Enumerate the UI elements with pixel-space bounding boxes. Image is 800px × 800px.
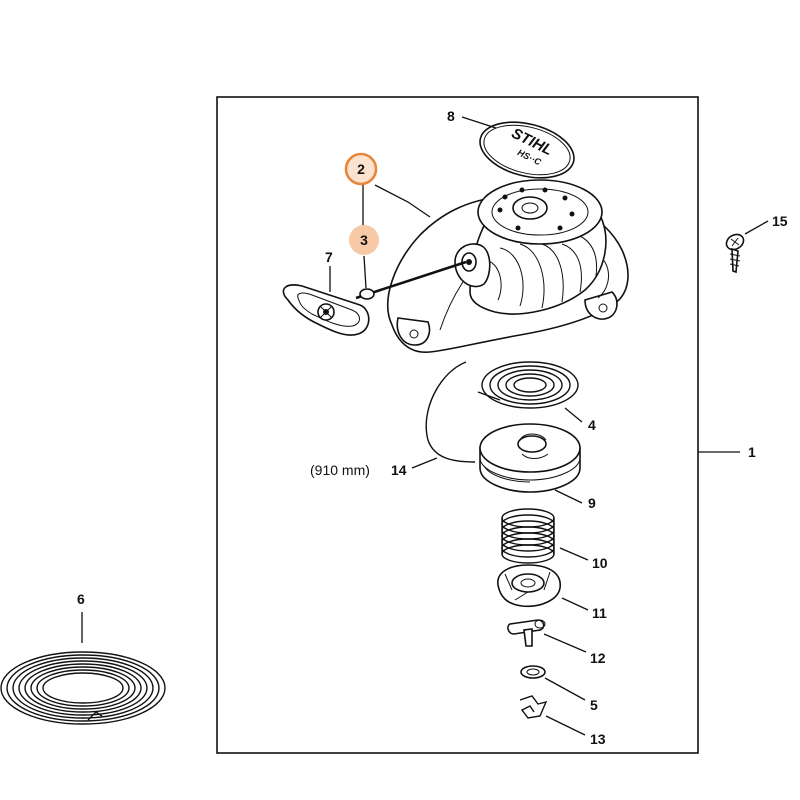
leader-13 — [545, 715, 586, 736]
callout-15[interactable]: 15 — [772, 213, 788, 229]
leader-5 — [544, 677, 586, 701]
screw[interactable] — [724, 231, 747, 274]
starter-grip[interactable] — [282, 284, 370, 336]
assembly-frame — [216, 96, 699, 754]
callout-4[interactable]: 4 — [588, 417, 596, 433]
callout-2[interactable]: 2 — [357, 161, 365, 177]
callout-8[interactable]: 8 — [447, 108, 455, 124]
rope-rotor[interactable] — [479, 423, 581, 493]
leader-15 — [744, 220, 769, 235]
callout-10[interactable]: 10 — [592, 555, 608, 571]
washer[interactable] — [520, 665, 546, 679]
leader-2 — [374, 184, 431, 218]
rewind-spring[interactable] — [477, 361, 579, 409]
compression-spring[interactable] — [501, 508, 555, 564]
callout-13[interactable]: 13 — [590, 731, 606, 747]
callout-12[interactable]: 12 — [590, 650, 606, 666]
leader-4 — [564, 407, 583, 423]
callout-2-highlight — [344, 152, 378, 186]
stihl-emblem[interactable]: STIHL HS··C — [474, 113, 580, 187]
rope-bush[interactable] — [359, 288, 375, 300]
leader-8 — [461, 116, 497, 129]
callout-11[interactable]: 11 — [592, 605, 607, 621]
pawl-carrier[interactable] — [497, 564, 561, 608]
leader-14 — [411, 457, 438, 469]
leader-9 — [554, 489, 583, 504]
rope-loop[interactable] — [425, 361, 476, 463]
spring-cassette[interactable] — [0, 651, 166, 725]
leader-11 — [561, 597, 589, 611]
callout-7[interactable]: 7 — [325, 249, 333, 265]
callout-9[interactable]: 9 — [588, 495, 596, 511]
starter-housing[interactable] — [387, 179, 629, 353]
callout-6[interactable]: 6 — [77, 591, 85, 607]
leader-10 — [559, 547, 589, 561]
leader-3 — [363, 255, 367, 289]
callout-1[interactable]: 1 — [748, 444, 756, 460]
callout-3-highlight — [349, 225, 379, 255]
callout-3[interactable]: 3 — [360, 232, 368, 248]
callout-5[interactable]: 5 — [590, 697, 598, 713]
spring-clip[interactable] — [519, 695, 548, 719]
rope-length-label[interactable]: (910 mm) — [310, 462, 370, 478]
callout-14[interactable]: 14 — [391, 462, 407, 478]
leader-12 — [543, 633, 587, 653]
pawl[interactable] — [507, 619, 546, 647]
